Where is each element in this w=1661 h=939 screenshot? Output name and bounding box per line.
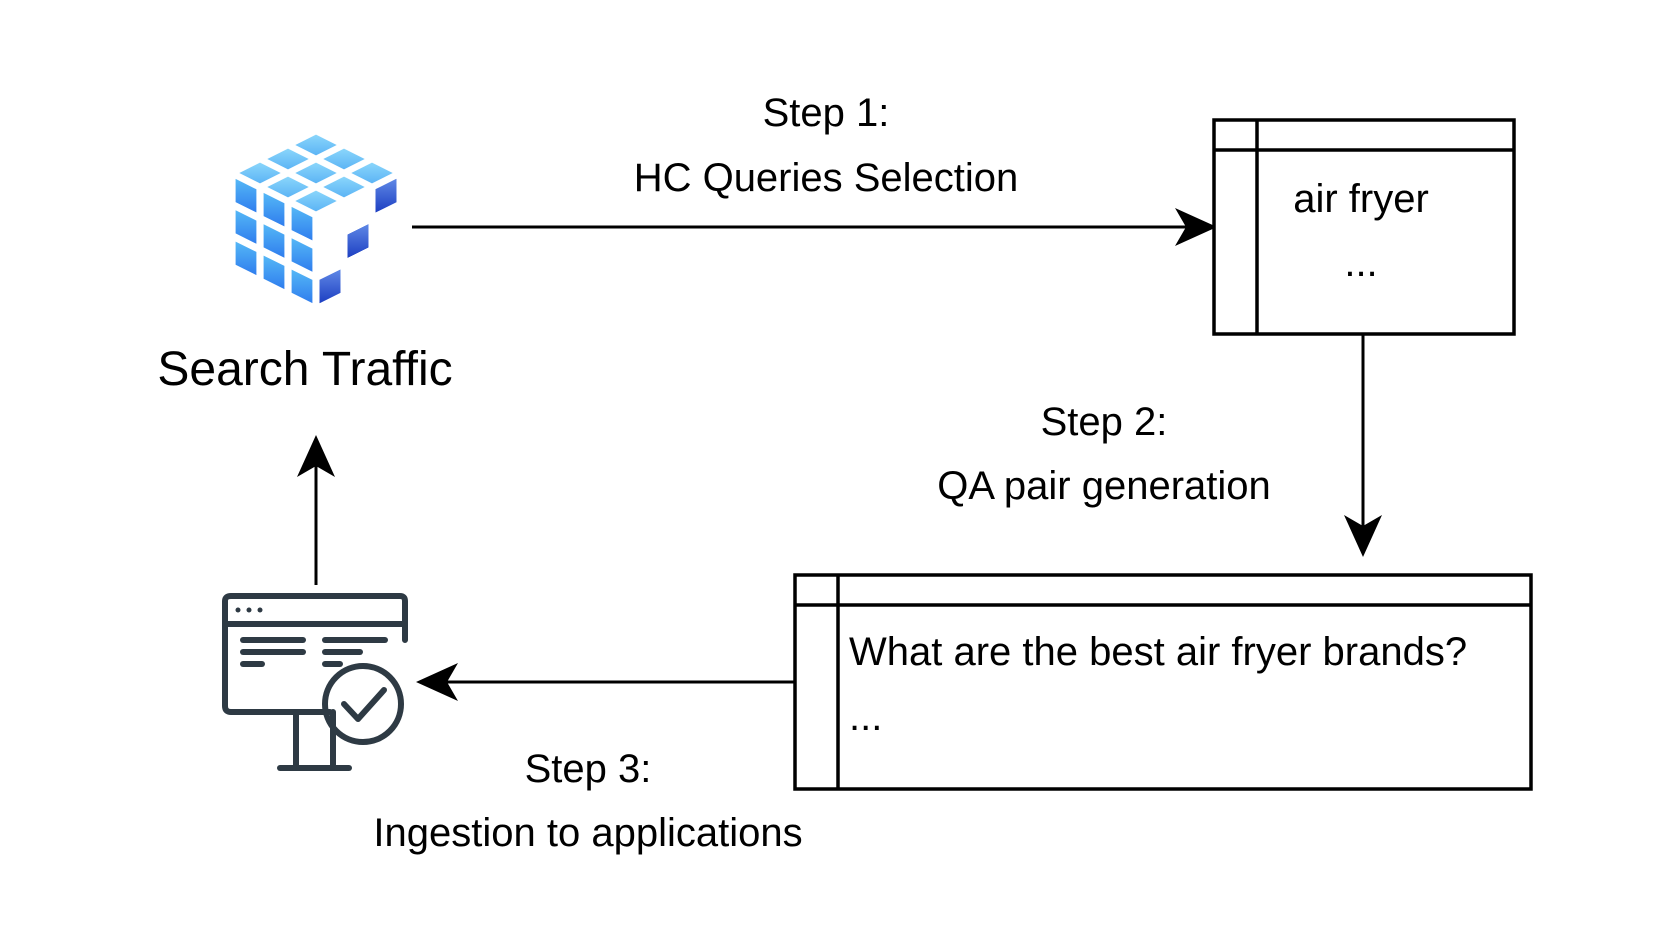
queries-table: air fryer ... (1212, 118, 1516, 336)
step-3-description: Ingestion to applications (373, 811, 802, 855)
qa-table-row: What are the best air fryer brands? (849, 630, 1467, 674)
qa-table-row: ... (849, 695, 882, 739)
queries-table-frame (1212, 118, 1516, 336)
return-edge (297, 435, 335, 585)
application-node (222, 593, 408, 771)
search-traffic-label: Search Traffic (157, 343, 452, 396)
step-2-title: Step 2: (1041, 400, 1168, 444)
queries-table-row: air fryer (1293, 177, 1429, 221)
step-1-edge: Step 1: HC Queries Selection (412, 91, 1217, 246)
monitor-checkmark-icon (222, 593, 408, 771)
step-3-arrowhead (416, 663, 458, 701)
step-2-edge: Step 2: QA pair generation (937, 334, 1382, 557)
step-3-edge: Step 3: Ingestion to applications (373, 663, 803, 855)
step-3-title: Step 3: (525, 747, 652, 791)
step-2-arrowhead (1344, 515, 1382, 557)
step-1-arrowhead (1175, 208, 1217, 246)
qa-table-frame (793, 573, 1533, 791)
queries-table-row: ... (1344, 241, 1377, 285)
qa-table: What are the best air fryer brands? ... (793, 573, 1533, 791)
return-arrowhead (297, 435, 335, 477)
data-cube-icon (235, 134, 397, 304)
step-1-title: Step 1: (763, 91, 890, 135)
search-traffic-node: Search Traffic (157, 134, 453, 396)
step-2-description: QA pair generation (937, 464, 1271, 508)
step-1-description: HC Queries Selection (634, 156, 1019, 200)
